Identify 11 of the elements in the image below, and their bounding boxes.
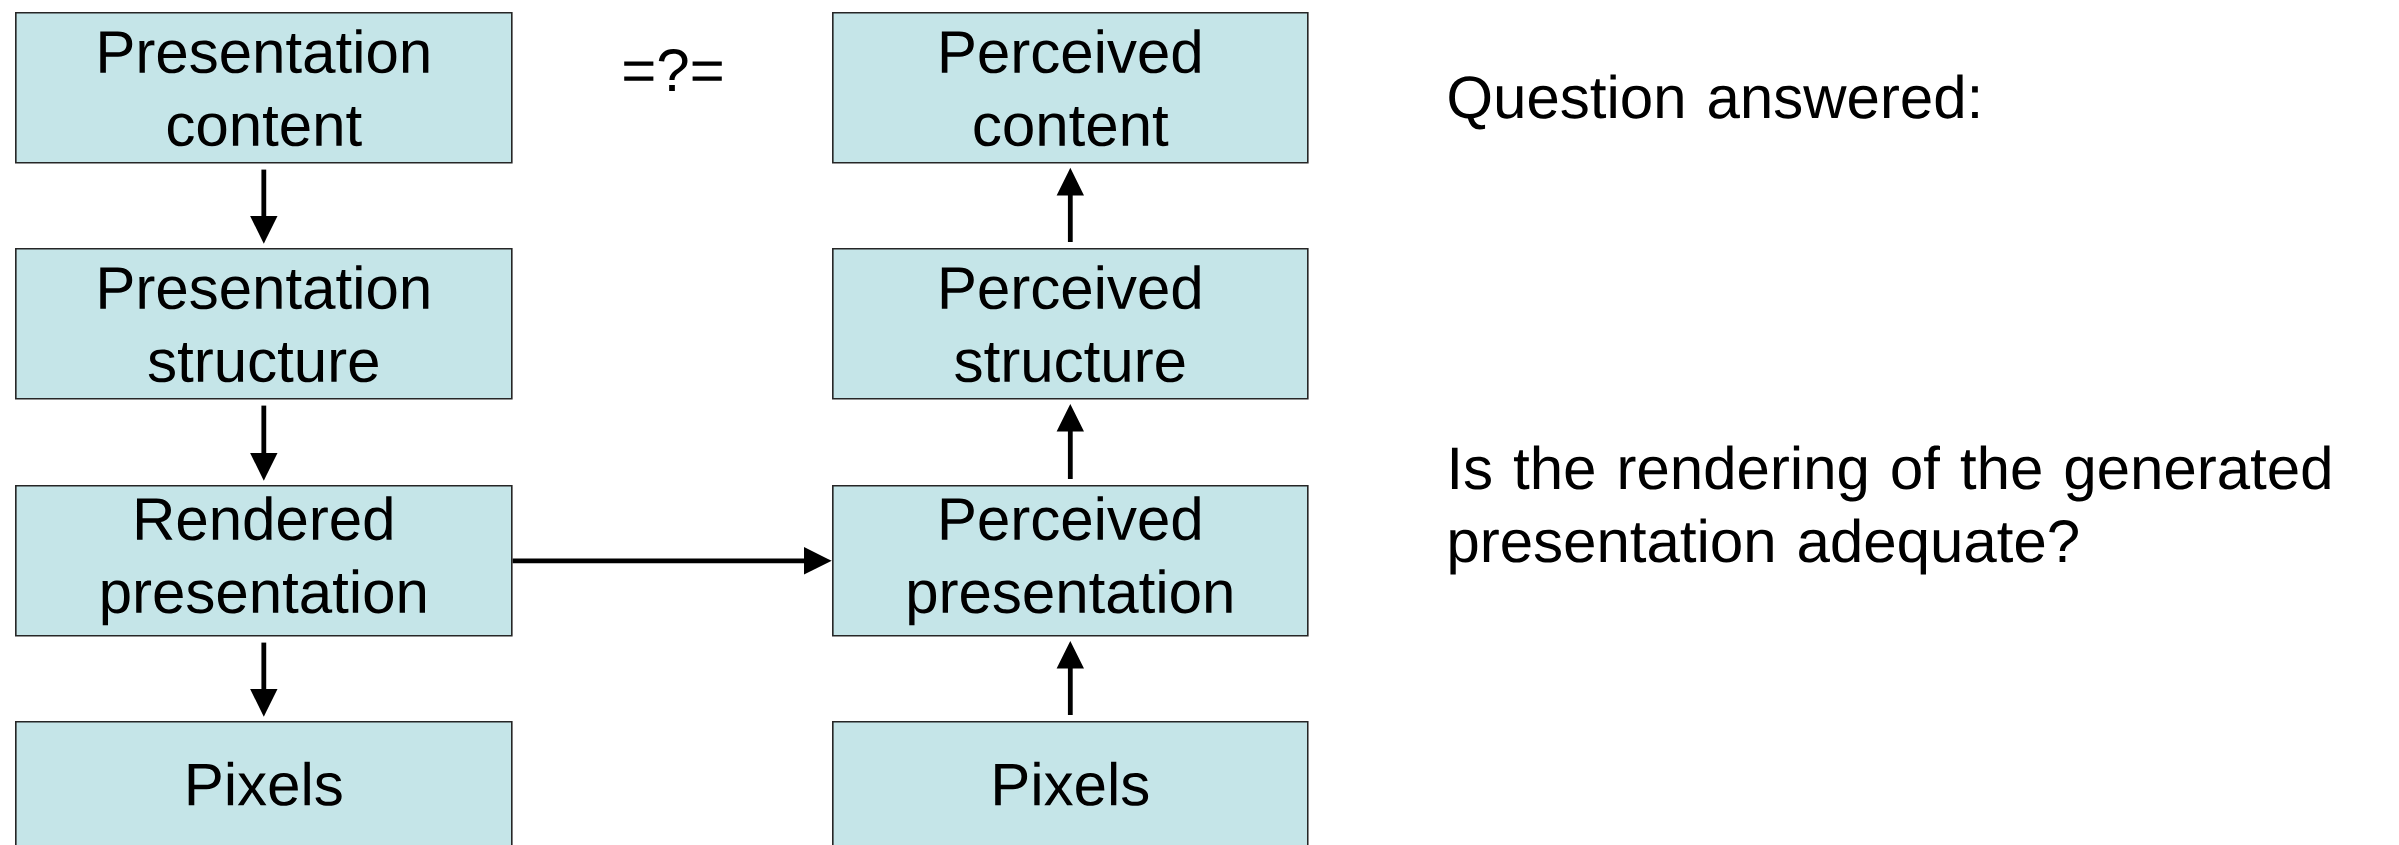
process-box: Perceived structure — [832, 248, 1309, 400]
process-box: Perceived presentation — [832, 485, 1309, 637]
text-label: Is the rendering of the generated presentation adequate? — [1450, 445, 2330, 575]
process-box: Rendered presentation — [15, 485, 513, 637]
process-box: Pixels — [832, 721, 1309, 845]
process-box: Presentation structure — [15, 248, 513, 400]
process-box: Pixels — [15, 721, 513, 845]
text-label: =?= — [624, 49, 722, 91]
process-box: Presentation content — [15, 12, 513, 164]
process-box: Perceived content — [832, 12, 1309, 164]
text-label: Question answered: — [1449, 74, 1978, 130]
